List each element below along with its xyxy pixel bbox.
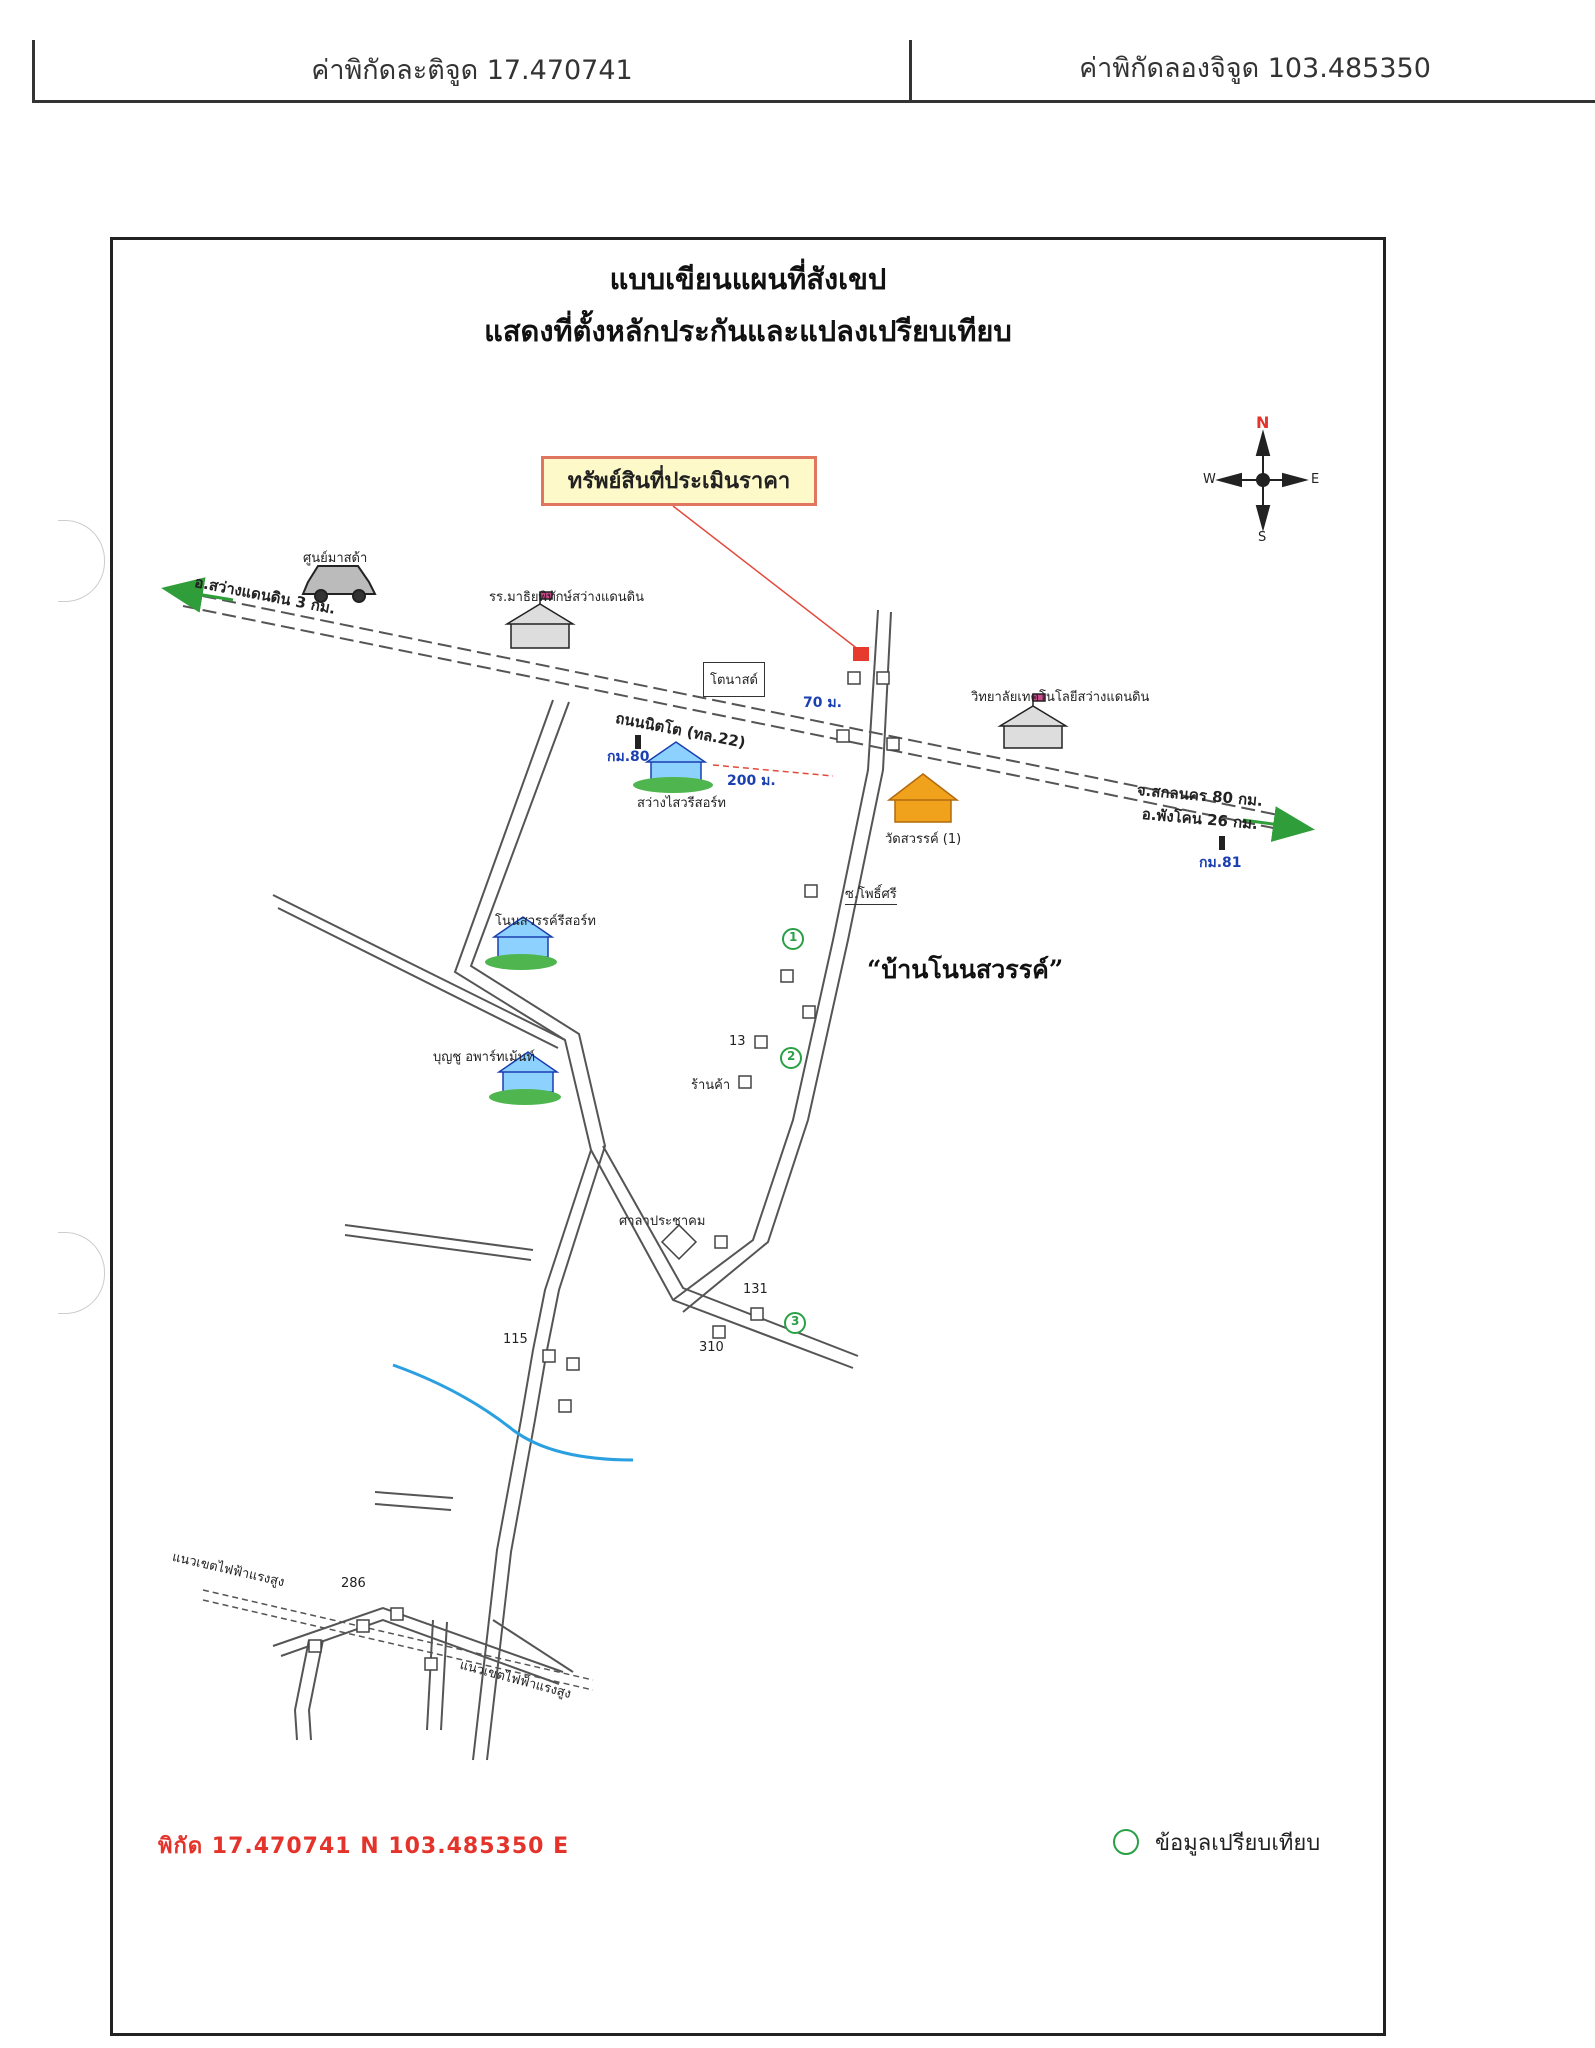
- label-km80: กม.80: [607, 749, 650, 765]
- label-comparable-2: 2: [787, 1049, 796, 1063]
- appraised-property-callout: ทรัพย์สินที่ประเมินราคา: [541, 456, 817, 506]
- compass-s: S: [1258, 530, 1267, 545]
- label-comparable-1: 1: [789, 930, 798, 944]
- punch-hole-top: [58, 520, 105, 602]
- map-title: แบบเขียนแผนที่สังเขป: [609, 262, 887, 296]
- village-name: “บ้านโนนสวรรค์”: [867, 955, 1064, 984]
- label-housing-1: สว่างไสวรีสอร์ท: [637, 796, 726, 811]
- school-icon: [504, 591, 576, 649]
- label-toyota: โตนาสด์: [703, 662, 765, 697]
- header-divider: [909, 40, 912, 100]
- highway-22: [182, 591, 1294, 833]
- housing-icon-2: [485, 916, 557, 970]
- compass-n: N: [1256, 413, 1270, 432]
- km-post-80: [635, 735, 641, 749]
- label-comparable-3: 3: [791, 1314, 800, 1328]
- callout-leader: [672, 505, 860, 651]
- legend-circle-icon: [1113, 1829, 1139, 1855]
- housing-icon-1: [633, 741, 713, 793]
- label-mazda: ศูนย์มาสด้า: [303, 551, 368, 566]
- housing-icon-3: [489, 1051, 561, 1105]
- main-soi: [672, 609, 892, 1313]
- map-drawing: [161, 429, 1315, 1761]
- temple-icon: [886, 773, 960, 823]
- coordinates-text: พิกัด 17.470741 N 103.485350 E: [158, 1834, 570, 1859]
- distance-200m-line: [712, 764, 834, 777]
- label-sala: ศาลาประชาคม: [619, 1214, 706, 1229]
- compass-e: E: [1311, 472, 1320, 487]
- label-house-310: 310: [699, 1340, 724, 1355]
- label-temple: วัดสวรรค์ (1): [885, 832, 962, 847]
- label-km81: กม.81: [1199, 855, 1242, 871]
- power-lines: [202, 1589, 594, 1691]
- label-shop: ร้านค้า: [691, 1078, 731, 1093]
- compass-w: W: [1203, 472, 1216, 487]
- km-post-81: [1219, 836, 1225, 850]
- legend-label: ข้อมูลเปรียบเทียบ: [1155, 1831, 1321, 1856]
- secondary-roads: [272, 699, 859, 1761]
- label-200m: 200 ม.: [727, 773, 776, 789]
- punch-hole-bottom: [58, 1232, 105, 1314]
- label-house-286: 286: [341, 1576, 366, 1591]
- label-housing-2: โนนสวรรค์รีสอร์ท: [495, 914, 596, 929]
- latitude-label: ค่าพิกัดละติจูด 17.470741: [311, 55, 633, 86]
- label-house-13: 13: [729, 1034, 746, 1049]
- label-school: รร.มาธิยพิทักษ์สว่างแดนดิน: [489, 590, 645, 605]
- subject-property-marker: [853, 647, 869, 661]
- community-hall: [660, 1223, 698, 1261]
- label-70m: 70 ม.: [803, 695, 842, 711]
- highway-arrow-west: [161, 577, 234, 613]
- map-subtitle: แสดงที่ตั้งหลักประกันและแปลงเปรียบเทียบ: [484, 314, 1012, 348]
- car-icon: [301, 565, 377, 603]
- coordinate-header: ค่าพิกัดละติจูด 17.470741 ค่าพิกัดลองจิจ…: [32, 40, 1595, 103]
- canal: [392, 1363, 634, 1462]
- label-housing-3: บุญชู อพาร์ทเม้นท์: [433, 1050, 535, 1065]
- label-soi: ซ.โพธิ์ศรี: [845, 883, 897, 905]
- longitude-label: ค่าพิกัดลองจิจูด 103.485350: [1079, 53, 1431, 84]
- sketch-map-frame: แบบเขียนแผนที่สังเขป แสดงที่ตั้งหลักประก…: [110, 237, 1386, 2036]
- highway-arrow-east: [1242, 806, 1315, 842]
- compass-rose: [1215, 429, 1309, 532]
- college-icon: [997, 693, 1069, 749]
- comparable-markers: [780, 928, 806, 1334]
- parcel-markers: [308, 671, 900, 1671]
- label-house-115: 115: [503, 1332, 528, 1347]
- label-house-131: 131: [743, 1282, 768, 1297]
- label-college: วิทยาลัยเทคโนโลยีสว่างแดนดิน: [971, 690, 1150, 705]
